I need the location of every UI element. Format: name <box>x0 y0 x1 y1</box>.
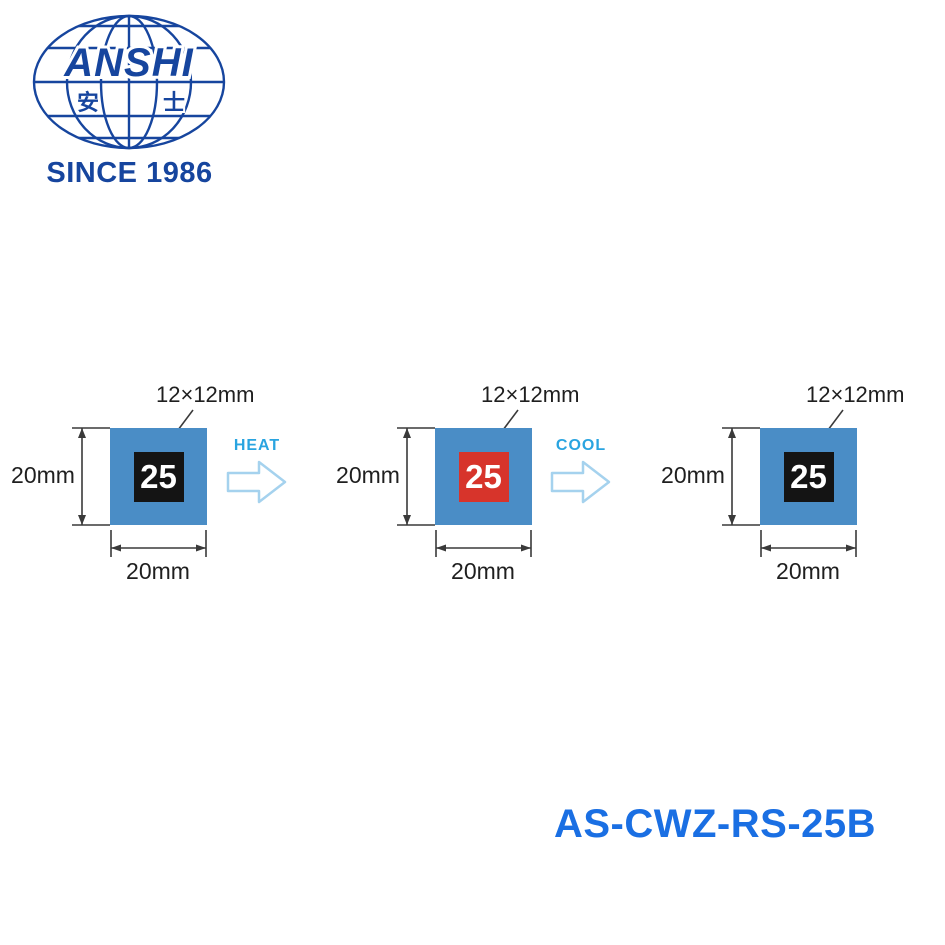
temperature-value: 25 <box>790 457 827 495</box>
anshi-logo: ANSHI 安 士 SINCE 1986 <box>22 10 237 200</box>
height-dimension-label: 20mm <box>11 462 75 488</box>
inner-size-label: 12×12mm <box>481 382 580 407</box>
temp-label-diagram-2: 12×12mm 25 20mm 20mm <box>335 380 665 595</box>
temp-label-diagram-1: 12×12mm 25 20mm 20mm <box>10 380 340 595</box>
label-sticker: 25 <box>760 428 857 525</box>
label-sticker: 25 <box>110 428 207 525</box>
width-dimension-label: 20mm <box>451 558 515 584</box>
width-dimension-label: 20mm <box>776 558 840 584</box>
height-dimension-label: 20mm <box>336 462 400 488</box>
since-tagline: SINCE 1986 <box>46 157 213 189</box>
temperature-value: 25 <box>465 457 502 495</box>
height-dimension-label: 20mm <box>661 462 725 488</box>
dimension-lines <box>72 409 207 557</box>
heat-transition: HEAT <box>222 437 292 510</box>
globe-logo-icon: ANSHI 安 士 <box>32 14 226 150</box>
temp-label-diagram-3: 12×12mm 25 20mm 20mm <box>660 380 945 595</box>
right-arrow-icon <box>550 460 611 504</box>
temperature-window: 25 <box>458 451 509 502</box>
width-dimension-label: 20mm <box>126 558 190 584</box>
brand-hanzi-right: 士 <box>163 90 185 115</box>
dimension-lines <box>397 409 532 557</box>
model-number: AS-CWZ-RS-25B <box>553 802 877 846</box>
cool-transition: COOL <box>546 437 616 510</box>
temperature-window: 25 <box>783 451 834 502</box>
brand-name: ANSHI <box>63 41 193 85</box>
temperature-value: 25 <box>140 457 177 495</box>
right-arrow-icon <box>226 460 287 504</box>
inner-size-label: 12×12mm <box>156 382 255 407</box>
brand-hanzi-left: 安 <box>77 90 99 115</box>
cool-label: COOL <box>555 437 607 454</box>
label-sticker: 25 <box>435 428 532 525</box>
inner-size-label: 12×12mm <box>806 382 905 407</box>
temperature-window: 25 <box>133 451 184 502</box>
heat-label: HEAT <box>233 437 281 454</box>
